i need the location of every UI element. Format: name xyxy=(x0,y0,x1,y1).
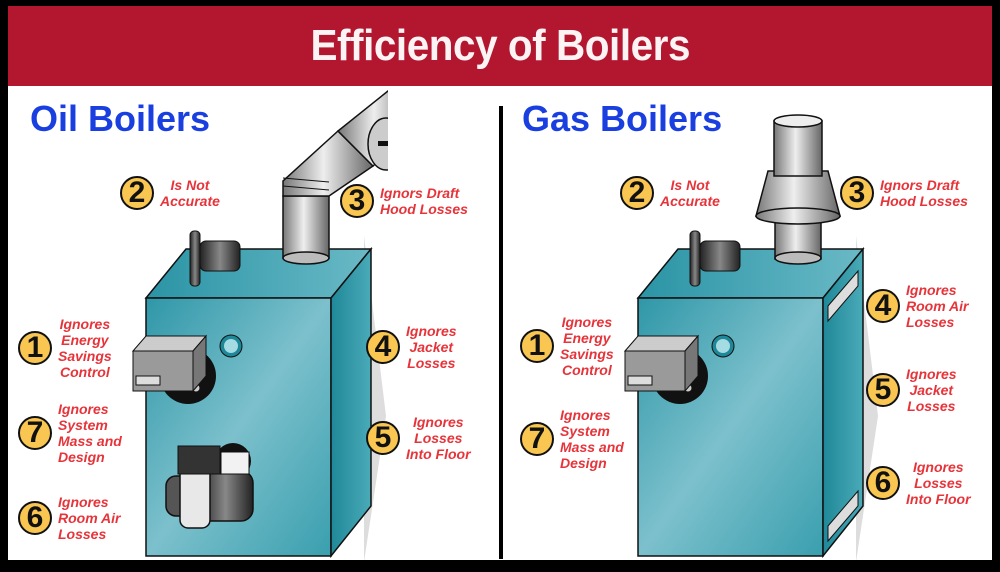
oil-callout-5: 5 Ignores Losses Into Floor xyxy=(366,414,471,462)
callout-label: Ignors Draft Hood Losses xyxy=(880,177,968,209)
infographic-frame: Efficiency of Boilers Oil Boilers Gas Bo… xyxy=(8,6,992,560)
oil-callout-4: 4 Ignores Jacket Losses xyxy=(366,323,457,371)
callout-label: Ignores Room Air Losses xyxy=(58,494,121,542)
header-bar: Efficiency of Boilers xyxy=(8,6,992,86)
number-badge: 6 xyxy=(866,466,900,500)
number-badge: 5 xyxy=(866,373,900,407)
gas-callout-7: 7 Ignores System Mass and Design xyxy=(520,407,624,471)
callout-label: Ignores Jacket Losses xyxy=(406,323,457,371)
number-badge: 2 xyxy=(120,176,154,210)
gas-callout-1: 1 Ignores Energy Savings Control xyxy=(520,314,614,378)
number-badge: 4 xyxy=(366,330,400,364)
gas-boiler-illustration xyxy=(623,114,878,560)
gas-callout-2: 2 Is Not Accurate xyxy=(620,176,720,210)
callout-label: Is Not Accurate xyxy=(160,177,220,209)
callout-label: Ignores Energy Savings Control xyxy=(560,314,614,378)
section-divider xyxy=(499,106,503,559)
callout-label: Ignores System Mass and Design xyxy=(58,401,122,465)
page-title: Efficiency of Boilers xyxy=(310,21,690,70)
number-badge: 1 xyxy=(520,329,554,363)
callout-label: Ignores Losses Into Floor xyxy=(906,459,971,507)
number-badge: 6 xyxy=(18,501,52,535)
gas-callout-3: 3 Ignors Draft Hood Losses xyxy=(840,176,968,210)
oil-callout-3: 3 Ignors Draft Hood Losses xyxy=(340,184,468,218)
number-badge: 5 xyxy=(366,421,400,455)
number-badge: 1 xyxy=(18,331,52,365)
number-badge: 2 xyxy=(620,176,654,210)
gas-callout-4: 4 Ignores Room Air Losses xyxy=(866,282,968,330)
callout-label: Ignores Jacket Losses xyxy=(906,366,957,414)
number-badge: 4 xyxy=(866,289,900,323)
number-badge: 7 xyxy=(520,422,554,456)
oil-boiler-illustration xyxy=(131,90,388,560)
callout-label: Ignores Losses Into Floor xyxy=(406,414,471,462)
gas-boilers-title: Gas Boilers xyxy=(522,98,723,139)
number-badge: 3 xyxy=(340,184,374,218)
gas-callout-6: 6 Ignores Losses Into Floor xyxy=(866,459,971,507)
callout-label: Ignores Energy Savings Control xyxy=(58,316,112,380)
callout-label: Ignores Room Air Losses xyxy=(906,282,969,330)
oil-callout-2: 2 Is Not Accurate xyxy=(120,176,220,210)
callout-label: Ignores System Mass and Design xyxy=(560,407,624,471)
number-badge: 3 xyxy=(840,176,874,210)
callout-label: Is Not Accurate xyxy=(660,177,720,209)
oil-callout-1: 1 Ignores Energy Savings Control xyxy=(18,316,112,380)
number-badge: 7 xyxy=(18,416,52,450)
oil-callout-7: 7 Ignores System Mass and Design xyxy=(18,401,122,465)
oil-callout-6: 6 Ignores Room Air Losses xyxy=(18,494,120,542)
oil-boilers-title: Oil Boilers xyxy=(30,98,211,139)
callout-label: Ignors Draft Hood Losses xyxy=(380,185,468,217)
gas-callout-5: 5 Ignores Jacket Losses xyxy=(866,366,957,414)
